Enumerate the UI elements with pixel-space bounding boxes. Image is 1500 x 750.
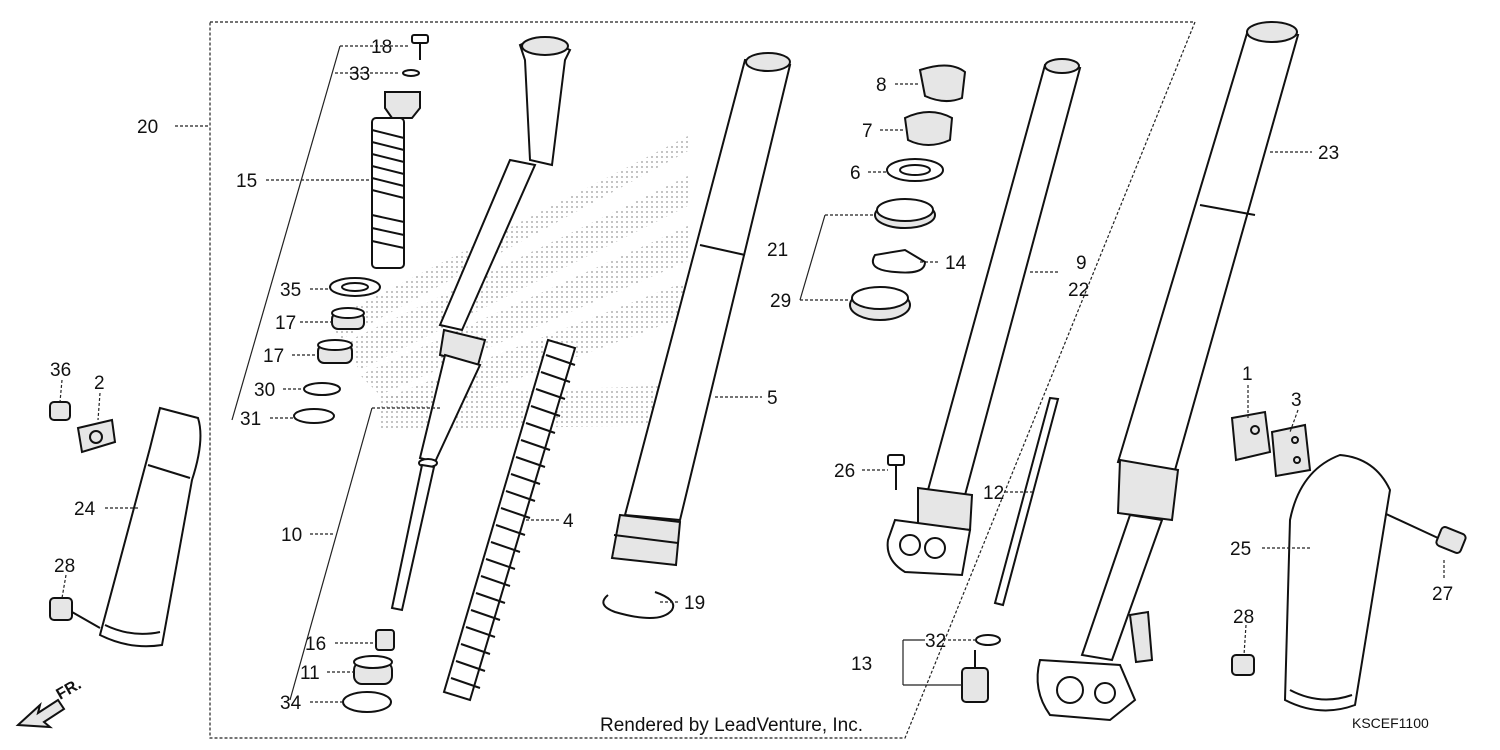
part-9-inner-tube[interactable] — [886, 58, 1082, 577]
render-credit: Rendered by LeadVenture, Inc. — [600, 715, 863, 736]
part-5-outer-tube[interactable] — [610, 52, 792, 567]
label-30: 30 — [254, 380, 275, 401]
callout-labels: 20 18 33 15 35 17 17 30 31 10 16 11 34 4… — [50, 37, 1453, 714]
part-8-slide-bushing[interactable] — [918, 64, 967, 102]
part-26-bolt[interactable] — [887, 454, 905, 490]
part-34-o-ring[interactable] — [342, 691, 392, 713]
part-12-air-bleed-rod[interactable] — [993, 396, 1060, 607]
label-2: 2 — [94, 373, 105, 394]
part-28-bolt-left[interactable] — [49, 597, 101, 629]
label-6: 6 — [850, 163, 861, 184]
diagram-code: KSCEF1100 — [1352, 715, 1429, 731]
part-28-bolt-right[interactable] — [1231, 654, 1255, 676]
part-32-o-ring[interactable] — [975, 634, 1001, 646]
label-20: 20 — [137, 117, 158, 138]
label-4: 4 — [563, 511, 574, 532]
label-28-right: 28 — [1233, 607, 1254, 628]
part-10-damper-cartridge[interactable] — [390, 36, 572, 612]
part-21-oil-seal[interactable] — [874, 198, 936, 229]
part-19-retaining-clip[interactable] — [602, 591, 675, 619]
label-7: 7 — [862, 121, 873, 142]
part-16-stopper[interactable] — [375, 629, 395, 651]
label-19: 19 — [684, 593, 705, 614]
label-10: 10 — [281, 525, 302, 546]
label-15: 15 — [236, 171, 257, 192]
label-12: 12 — [983, 483, 1004, 504]
label-31: 31 — [240, 409, 261, 430]
label-35: 35 — [280, 280, 301, 301]
part-25-right-fork-guard[interactable] — [1283, 453, 1392, 712]
label-8: 8 — [876, 75, 887, 96]
part-7-guide-bushing[interactable] — [903, 111, 954, 146]
part-29-dust-seal[interactable] — [849, 286, 911, 321]
part-13-center-bolt[interactable] — [961, 650, 989, 703]
label-26: 26 — [834, 461, 855, 482]
label-13: 13 — [851, 654, 872, 675]
label-21: 21 — [767, 240, 788, 261]
part-6-back-up-ring[interactable] — [886, 158, 944, 182]
part-3-guard-bracket[interactable] — [1270, 423, 1312, 478]
label-32: 32 — [925, 631, 946, 652]
label-5: 5 — [767, 388, 778, 409]
part-24-left-fork-guard[interactable] — [98, 406, 202, 648]
part-33-o-ring[interactable] — [402, 69, 420, 77]
part-17-bushing-upper[interactable] — [331, 307, 365, 330]
label-28-left: 28 — [54, 556, 75, 577]
part-36-bolt[interactable] — [49, 401, 71, 421]
label-34: 34 — [280, 693, 302, 714]
part-17-bushing-lower[interactable] — [317, 339, 353, 364]
label-11: 11 — [300, 663, 320, 684]
leader-lines — [59, 45, 1445, 703]
part-23-front-fork-assembly[interactable] — [1036, 21, 1300, 722]
front-direction-arrow: FR. — [15, 676, 84, 729]
part-18-bolt[interactable] — [411, 34, 429, 60]
label-17-upper: 17 — [275, 313, 296, 334]
label-17-lower: 17 — [263, 346, 284, 367]
label-29: 29 — [770, 291, 791, 312]
label-23: 23 — [1318, 143, 1339, 164]
group-frame — [209, 21, 1196, 739]
part-11-seal[interactable] — [353, 655, 393, 685]
part-35-washer[interactable] — [329, 277, 381, 297]
label-33: 33 — [349, 64, 370, 85]
label-36: 36 — [50, 360, 71, 381]
label-14: 14 — [945, 253, 967, 274]
label-18: 18 — [371, 37, 392, 58]
label-1: 1 — [1242, 364, 1253, 385]
part-2-guide-clamp[interactable] — [76, 418, 117, 454]
part-31-o-ring[interactable] — [293, 408, 335, 424]
label-16: 16 — [305, 634, 326, 655]
part-15-cartridge-cap[interactable] — [371, 91, 421, 269]
label-3: 3 — [1291, 390, 1302, 411]
part-1-guard-bracket[interactable] — [1230, 410, 1272, 462]
part-4-fork-spring[interactable] — [442, 338, 577, 702]
label-27: 27 — [1432, 584, 1453, 605]
label-25: 25 — [1230, 539, 1251, 560]
label-24: 24 — [74, 499, 96, 520]
label-9: 9 — [1076, 253, 1087, 274]
part-14-stopper-ring[interactable] — [871, 248, 927, 274]
label-22: 22 — [1068, 280, 1089, 301]
part-30-o-ring[interactable] — [303, 382, 341, 396]
